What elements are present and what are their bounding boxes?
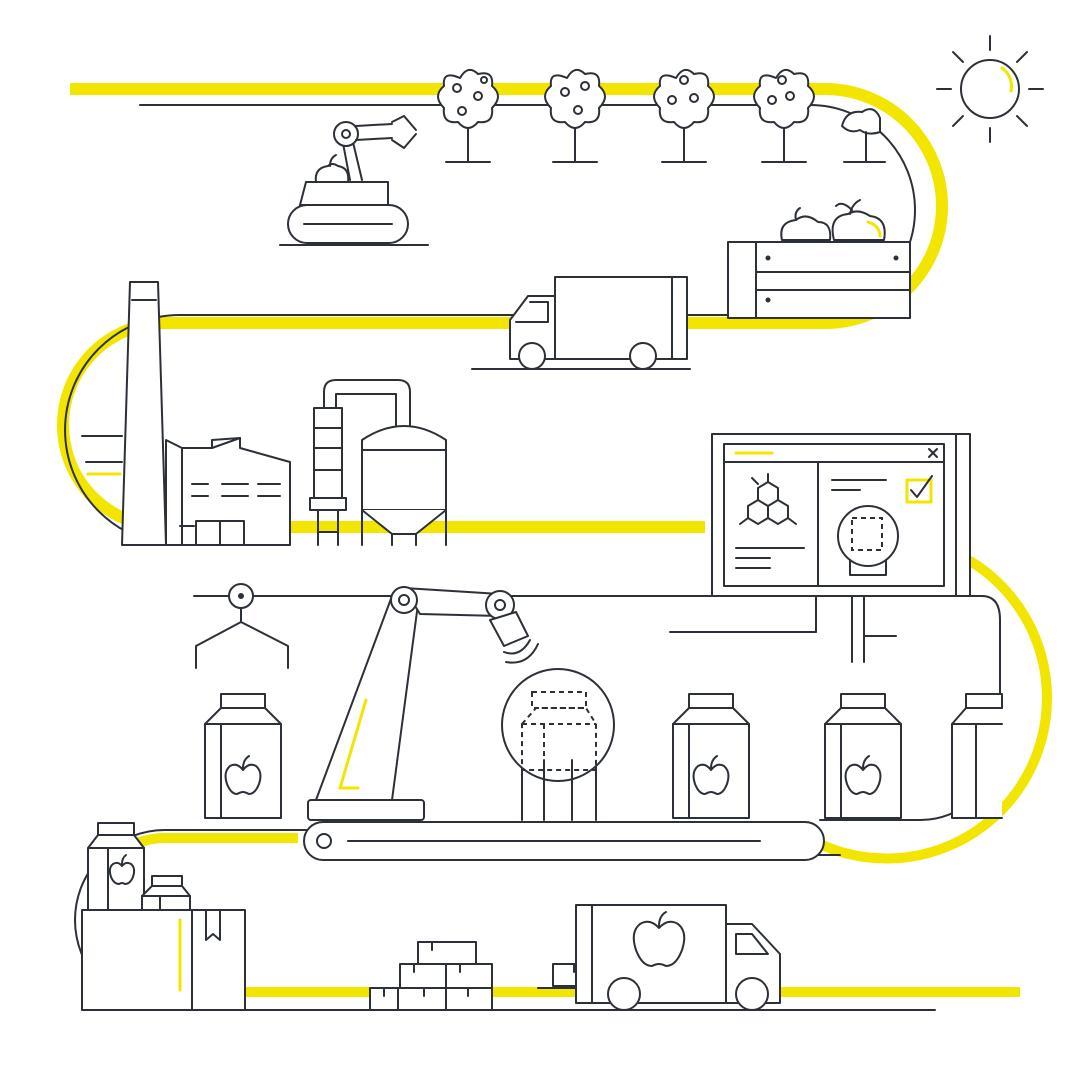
apple-tree-icon <box>545 70 605 162</box>
juice-carton-icon <box>825 694 901 818</box>
juice-carton-icon <box>205 694 281 818</box>
apple-tree-icon <box>842 109 885 162</box>
quality-monitor-icon <box>670 434 970 662</box>
conveyor-belt-icon <box>304 822 824 860</box>
chimney-icon <box>122 282 166 545</box>
harvester-robot-icon <box>280 116 428 245</box>
shipping-box-icon <box>82 910 245 1010</box>
apple-tree-icon <box>654 70 714 162</box>
robotic-arm-icon <box>308 587 538 820</box>
juice-carton-icon <box>952 694 1002 818</box>
box-stack-icon <box>370 942 492 1010</box>
factory-icon <box>82 436 290 545</box>
juice-carton-icon <box>673 694 749 818</box>
apple-tree-icon <box>754 70 814 162</box>
scanner-icon <box>502 669 614 820</box>
juice-carton-icon <box>88 823 144 910</box>
sun-icon <box>937 36 1043 142</box>
apple-tree-icon <box>438 70 498 162</box>
juice-carton-icon <box>142 876 190 910</box>
apple-crate-icon <box>728 200 910 318</box>
